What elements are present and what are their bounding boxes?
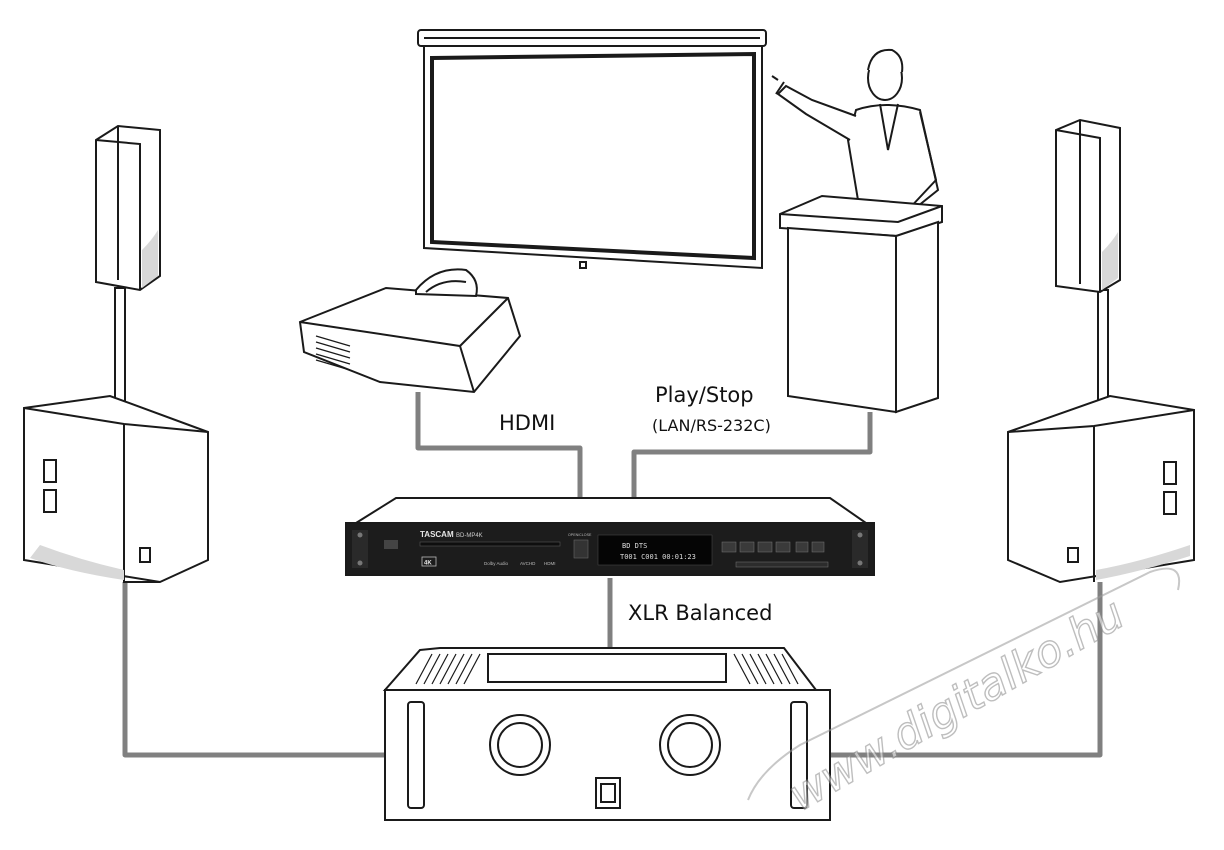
open-close-label: OPEN/CLOSE — [568, 533, 592, 537]
hdmi-label: HDMI — [499, 411, 555, 435]
hdmi-cable — [415, 392, 583, 500]
heatsink-fins — [415, 653, 799, 685]
transport-button[interactable] — [775, 541, 791, 553]
podium — [779, 194, 943, 414]
lan-rs232c-label: (LAN/RS-232C) — [652, 416, 771, 435]
right-speaker-cable — [830, 582, 1103, 758]
badge-4k: 4K — [424, 561, 432, 567]
amplifier-icon — [382, 647, 831, 821]
disc-tray — [419, 541, 561, 547]
vent-grille — [315, 335, 351, 371]
speaker-icon — [95, 124, 161, 292]
front-display — [597, 534, 713, 566]
presenter-icon — [771, 48, 940, 216]
watermark-text: www.digitalko.hu — [780, 588, 1133, 821]
projector-icon — [298, 268, 522, 394]
left-speaker-cable — [122, 582, 385, 758]
transport-button[interactable] — [795, 541, 809, 553]
transport-button[interactable] — [757, 541, 773, 553]
model-label: BD-MP4K — [456, 533, 483, 539]
transport-button[interactable] — [811, 541, 825, 553]
play-stop-label: Play/Stop — [655, 383, 754, 407]
power-button[interactable] — [384, 540, 398, 549]
badge-4k-box — [421, 556, 437, 567]
subwoofer-icon — [23, 394, 209, 584]
speaker-icon — [1055, 118, 1121, 294]
open-close-button[interactable] — [573, 539, 589, 559]
control-cable — [631, 412, 873, 500]
transport-buttons — [721, 541, 829, 568]
rack-handle-left — [407, 701, 425, 809]
subwoofer-icon — [1007, 394, 1195, 584]
xlr-balanced-label: XLR Balanced — [628, 601, 772, 625]
player-top — [352, 497, 870, 524]
transport-button[interactable] — [739, 541, 755, 553]
logo-avchd: AVCHD — [520, 561, 536, 566]
logo-hdmi: HDMI — [544, 561, 556, 566]
right-speaker-stack — [1007, 118, 1195, 584]
projection-screen-icon — [417, 29, 767, 270]
amp-knob-right[interactable] — [659, 714, 721, 776]
transport-button[interactable] — [721, 541, 737, 553]
brand-label: TASCAM — [420, 530, 454, 539]
amp-knob-left[interactable] — [489, 714, 551, 776]
display-line-1: BD DTS — [622, 542, 647, 550]
logo-dolby: Dolby Audio — [484, 561, 509, 566]
power-switch[interactable] — [595, 777, 621, 809]
bluray-player: TASCAM BD-MP4K 4K Dolby Audio AVCHD HDMI… — [345, 497, 875, 576]
left-speaker-stack — [23, 124, 209, 584]
cables — [122, 392, 1103, 758]
display-line-2: T001 C001 00:01:23 — [620, 553, 696, 561]
rack-handle-right — [790, 701, 808, 809]
